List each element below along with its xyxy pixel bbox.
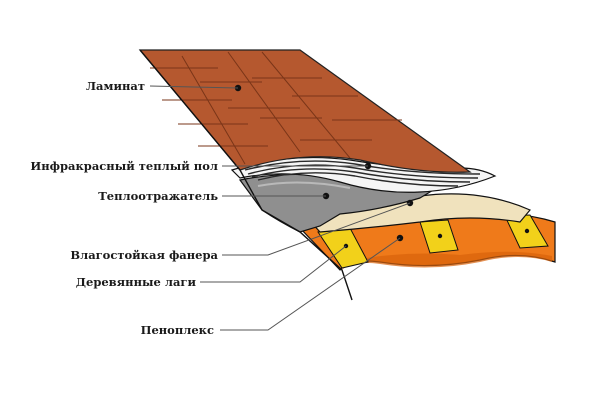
- label-plywood: Влагостойкая фанера: [70, 248, 218, 262]
- leader-plywood: [222, 202, 411, 256]
- label-heat-reflector: Теплоотражатель: [98, 189, 218, 203]
- section-edge-line: [139, 49, 353, 301]
- laminate-body: [138, 49, 472, 173]
- label-penoplex: Пеноплекс: [141, 323, 214, 337]
- leader-penoplex: [220, 237, 401, 331]
- leader-joists: [200, 245, 347, 283]
- label-joists: Деревянные лаги: [76, 275, 197, 289]
- leader-laminate: [149, 85, 239, 89]
- label-laminate: Ламинат: [86, 79, 145, 93]
- heat-reflector-highlight: [257, 181, 351, 189]
- laminate-layer: [138, 49, 472, 173]
- infrared-film-stripes: [244, 160, 481, 187]
- label-infrared-floor: Инфракрасный теплый пол: [30, 159, 218, 173]
- labels: Ламинат Инфракрасный теплый пол Теплоотр…: [30, 79, 218, 337]
- joist-nail: [524, 228, 530, 234]
- leader-lines: [149, 85, 411, 331]
- joist-nail: [437, 233, 443, 239]
- laminate-seams: [150, 51, 402, 165]
- penoplex-shading: [342, 251, 552, 270]
